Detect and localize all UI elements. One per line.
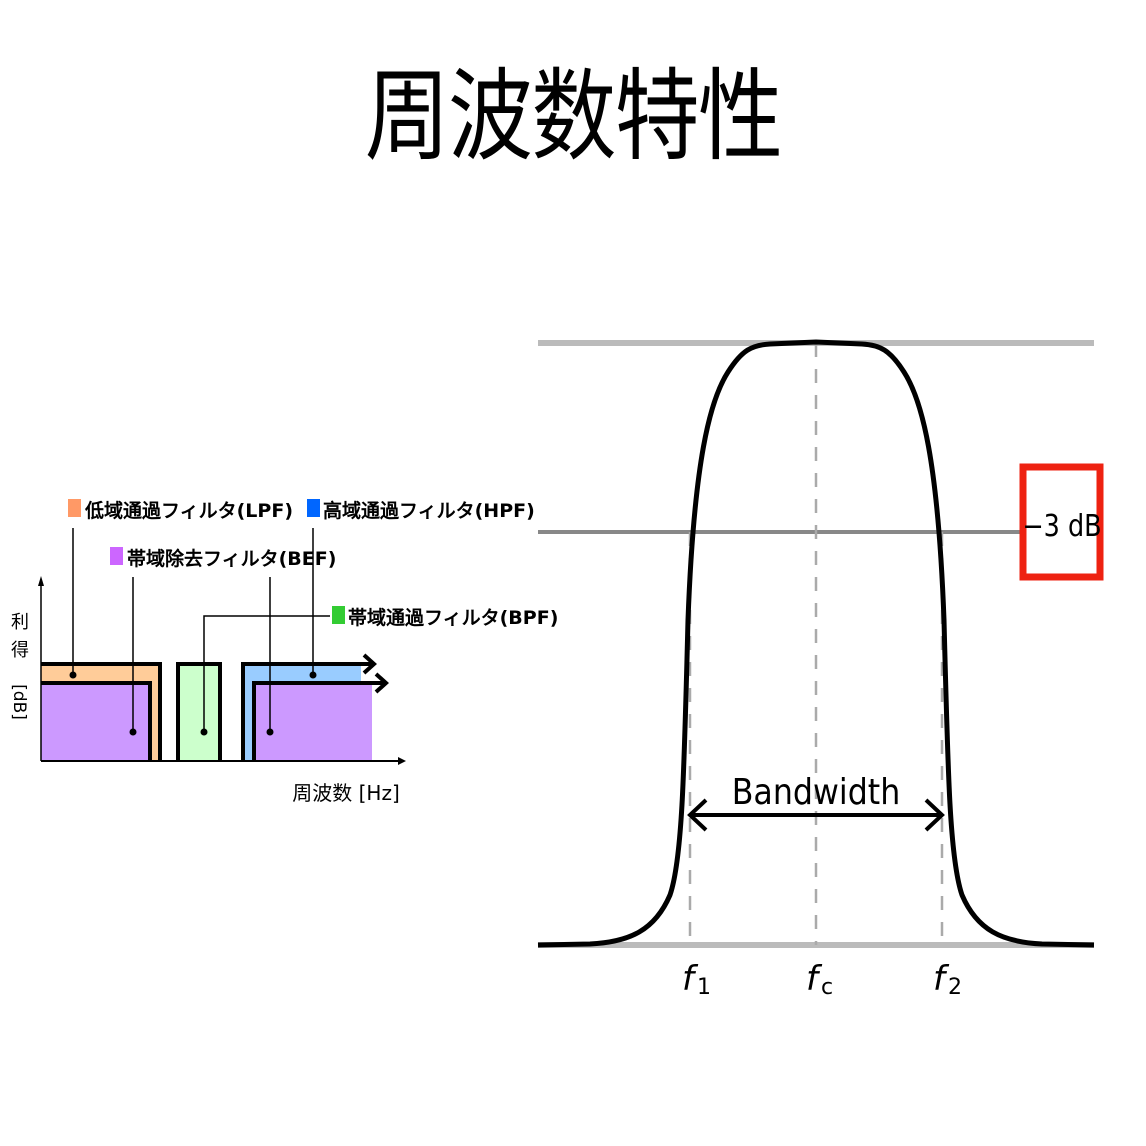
- lpf-swatch: [68, 499, 81, 517]
- bef-label: 帯域除去フィルタ(BEF): [127, 547, 336, 570]
- bpf-outline: [176, 662, 222, 761]
- bef-outline-low: [41, 681, 152, 761]
- y-axis-label-2: 得: [11, 640, 29, 661]
- hpf-arrow-icon: [362, 653, 377, 675]
- arrow-left-icon: [687, 798, 708, 832]
- svg-text:c: c: [821, 975, 833, 1000]
- bef-marker-high: [266, 728, 274, 736]
- bpf-leader: [203, 615, 330, 732]
- hpf-marker: [309, 671, 317, 679]
- bef-region-high: [254, 683, 372, 761]
- filter-types-diagram: 低域通過フィルタ(LPF) 帯域除去フィルタ(BEF) 高域通過フィルタ(HPF…: [9, 499, 558, 805]
- hpf-swatch: [307, 499, 320, 517]
- page-title: 周波数特性: [364, 58, 783, 175]
- arrow-right-icon: [924, 798, 945, 832]
- minus-3db-box: [1019, 463, 1104, 581]
- y-axis-label-1: 利: [11, 612, 29, 633]
- fc-label: f c: [806, 959, 833, 1000]
- x-axis-label: 周波数 [Hz]: [292, 781, 400, 805]
- bef-outline-high: [252, 681, 384, 761]
- minus-3db-label: −3 dB: [1022, 508, 1101, 544]
- hpf-label: 高域通過フィルタ(HPF): [323, 499, 535, 522]
- lpf-marker: [69, 671, 77, 679]
- lpf-label: 低域通過フィルタ(LPF): [84, 499, 293, 522]
- bpf-marker: [200, 728, 208, 736]
- x-axis-arrow-icon: [398, 757, 406, 765]
- bandpass-response-diagram: Bandwidth −3 dB f 1 f c f 2: [537, 339, 1104, 1000]
- bef-swatch: [110, 547, 123, 565]
- lpf-outline: [41, 662, 162, 761]
- f1-label: f 1: [682, 959, 711, 1000]
- bpf-region: [178, 664, 220, 761]
- bpf-label: 帯域通過フィルタ(BPF): [348, 606, 558, 629]
- bandwidth-label: Bandwidth: [732, 771, 901, 812]
- response-curve: [537, 339, 1095, 948]
- y-axis-unit: [dB]: [9, 684, 29, 720]
- y-axis-arrow-icon: [38, 576, 44, 586]
- svg-text:1: 1: [697, 975, 711, 1000]
- f2-label: f 2: [933, 959, 962, 1000]
- svg-text:2: 2: [948, 975, 962, 1000]
- bef-region-low: [41, 683, 150, 761]
- hpf-outline: [241, 662, 372, 761]
- bef-arrow-icon: [374, 672, 389, 694]
- bef-marker-low: [129, 728, 137, 736]
- bpf-swatch: [332, 606, 345, 624]
